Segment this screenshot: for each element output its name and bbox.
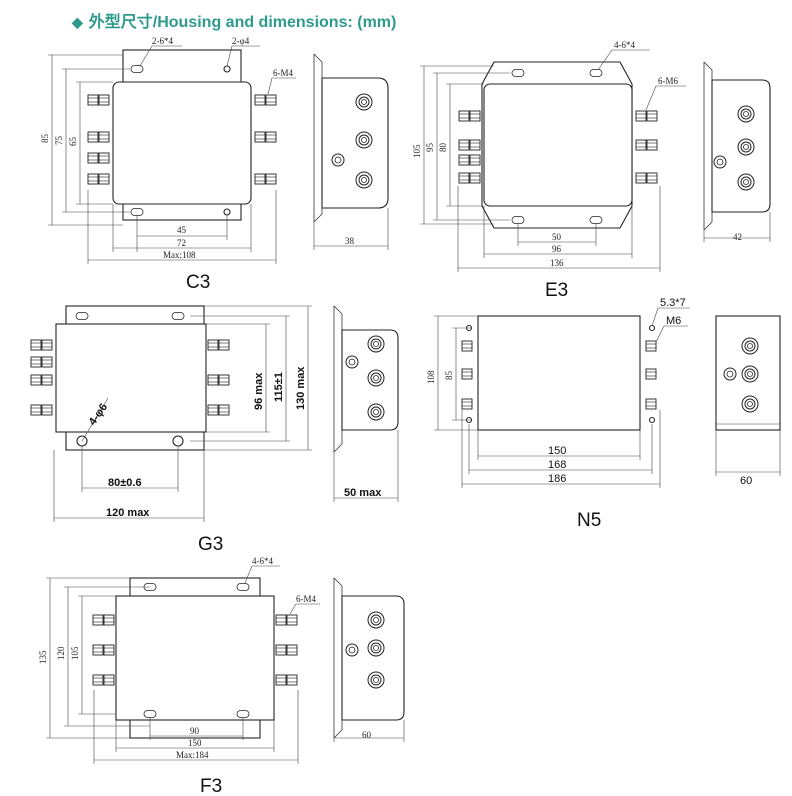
- f3-studs-label: 6-M4: [296, 594, 316, 604]
- e3-h105: 105: [412, 144, 422, 158]
- f3-w150: 150: [188, 738, 202, 748]
- c3-h75: 75: [54, 136, 64, 146]
- c3-h85: 85: [40, 134, 50, 144]
- e3-w96: 96: [552, 244, 562, 254]
- c3-wmax: Max:108: [163, 250, 196, 260]
- g3-h115: 115±1: [273, 372, 285, 402]
- g3-h96: 96 max: [253, 372, 265, 410]
- g3-side: 50 max: [344, 487, 382, 499]
- e3-h95: 95: [425, 143, 435, 153]
- n5-w186: 186: [548, 473, 566, 485]
- n5-w150: 150: [548, 445, 566, 457]
- c3-side: 38: [345, 236, 355, 246]
- f3-h135: 135: [38, 650, 48, 664]
- c3-label: C3: [186, 272, 210, 293]
- c3-studs-label: 6-M4: [273, 68, 293, 78]
- e3-w136: 136: [550, 258, 564, 268]
- f3-wmax: Max:184: [176, 750, 209, 760]
- f3-side: 60: [362, 730, 372, 740]
- n5-h85: 85: [444, 371, 454, 381]
- g3-h130: 130 max: [295, 366, 307, 410]
- f3-label: F3: [200, 776, 222, 796]
- n5-drawing: 5.3*7 M6 108 85 150 168 186 60 N5: [426, 297, 781, 531]
- n5-w168: 168: [548, 459, 566, 471]
- f3-h105: 105: [70, 646, 80, 660]
- e3-drawing: 4-6*4 6-M6 105 95 80 50 96 136: [412, 40, 771, 301]
- c3-w72: 72: [177, 238, 186, 248]
- f3-h120: 120: [56, 646, 66, 660]
- g3-drawing: 4-φ6 96 max 115±1 130 max 80±0.6 120 max…: [30, 305, 399, 555]
- c3-slots-label: 2-6*4: [152, 36, 173, 46]
- c3-holes-label: 2-φ4: [232, 36, 250, 46]
- e3-label: E3: [545, 280, 568, 301]
- section-heading-text: 外型尺寸/Housing and dimensions: (mm): [88, 14, 397, 31]
- c3-drawing: 2-6*4 2-φ4 6-M4 85 75 65 45 72 Max:108: [40, 36, 389, 293]
- e3-w50: 50: [552, 232, 562, 242]
- n5-slots-label: 5.3*7: [660, 297, 686, 309]
- g3-w120: 120 max: [106, 507, 150, 519]
- diamond-icon: ◆: [72, 14, 83, 30]
- e3-h80: 80: [438, 143, 448, 153]
- n5-label: N5: [577, 510, 601, 531]
- e3-slots-label: 4-6*4: [614, 40, 635, 50]
- c3-h65: 65: [68, 137, 78, 147]
- n5-studs-label: M6: [666, 315, 681, 327]
- g3-label: G3: [198, 534, 223, 555]
- e3-side: 42: [733, 232, 742, 242]
- f3-drawing: 4-6*4 6-M4 135 120 105 90 150 Max:184: [38, 556, 405, 796]
- n5-h108: 108: [426, 370, 436, 384]
- g3-w80: 80±0.6: [108, 477, 142, 489]
- e3-studs-label: 6-M6: [658, 76, 678, 86]
- c3-w45: 45: [177, 225, 187, 235]
- n5-side: 60: [740, 475, 752, 487]
- section-heading: ◆ 外型尺寸/Housing and dimensions: (mm): [72, 8, 396, 32]
- f3-w90: 90: [190, 726, 200, 736]
- f3-slots-label: 4-6*4: [252, 556, 273, 566]
